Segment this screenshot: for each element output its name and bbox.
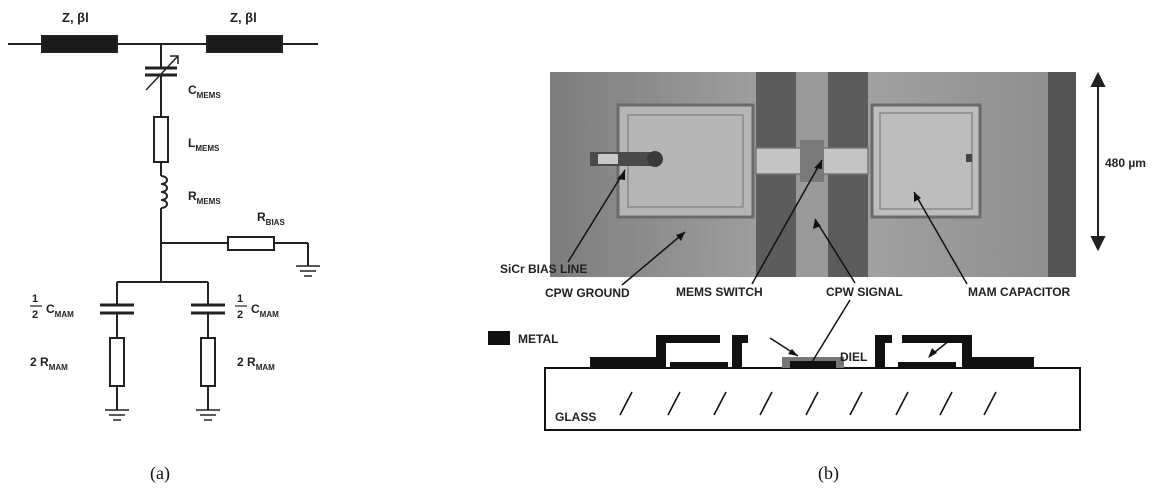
- cmems-label: CMEMS: [188, 83, 221, 100]
- bias-line-tip: [598, 154, 618, 164]
- rbias-label: RBIAS: [257, 210, 285, 227]
- callout-cpw-ground: [621, 231, 686, 286]
- arrowhead: [928, 348, 937, 358]
- circuit-diagram: [8, 35, 320, 421]
- signal-contact: [800, 140, 824, 182]
- caption-a: (a): [150, 463, 170, 484]
- glass-substrate: [544, 367, 1081, 431]
- hatch-line: [939, 391, 953, 416]
- hatch-line: [849, 391, 863, 416]
- callout-signal-section: [811, 299, 851, 363]
- rmems-coil: [160, 175, 168, 209]
- arrowhead: [814, 160, 822, 169]
- label-mam-capacitor: MAM CAPACITOR: [968, 285, 1071, 299]
- rmam-right-resistor: [200, 337, 216, 387]
- variable-capacitor-arrow: [145, 55, 179, 91]
- rbias-resistor: [227, 236, 275, 251]
- line-section-right: [206, 35, 283, 53]
- rmam-right-label: 2 RMAM: [237, 355, 275, 372]
- hatch-line: [713, 391, 727, 416]
- line-left-label: Z, βl: [62, 10, 89, 25]
- line-section-left: [41, 35, 118, 53]
- fraction-numerator: 1: [237, 293, 243, 305]
- lmems-element: [153, 116, 169, 163]
- callout-cpw-signal: [814, 218, 856, 284]
- callout-mam-capacitor: [913, 191, 968, 285]
- callout-bias-line: [567, 169, 626, 263]
- metal-bridge-right-post: [875, 335, 892, 368]
- caption-b: (b): [818, 463, 839, 484]
- photo-edge-strip: [1048, 72, 1076, 277]
- hatch-line: [983, 391, 997, 416]
- fraction-numerator: 1: [32, 293, 38, 305]
- rmems-label: RMEMS: [188, 189, 221, 206]
- rmam-left-label: 2 RMAM: [30, 355, 68, 372]
- metal-bridge-left-post: [732, 335, 748, 368]
- bias-line-via: [647, 151, 663, 167]
- hatch-line: [667, 391, 681, 416]
- line-right-label: Z, βl: [230, 10, 257, 25]
- glass-label: GLASS: [555, 410, 596, 424]
- cmam-left-symbol: CMAM: [46, 302, 74, 319]
- rmam-left-resistor: [109, 337, 125, 387]
- cmam-right-label: 1 2 CMAM: [235, 293, 279, 321]
- scale-arrow-top: [1090, 71, 1106, 87]
- metal-bridge-anchor: [734, 335, 748, 343]
- label-bias-line: SiCr BIAS LINE: [500, 262, 587, 276]
- callout-arrowheads: [617, 160, 921, 241]
- glass-hatching: [619, 391, 997, 416]
- hatch-line: [619, 391, 633, 416]
- scale-arrow-bottom: [1090, 236, 1106, 252]
- scale-bar: [1090, 71, 1106, 252]
- hatch-line: [895, 391, 909, 416]
- scale-label: 480 µm: [1105, 156, 1146, 170]
- mam-bottom-plate: [898, 362, 956, 368]
- mam-capacitor-pad: [870, 103, 982, 219]
- callout-mems-switch: [751, 159, 823, 285]
- label-mems-switch: MEMS SWITCH: [676, 285, 763, 299]
- left-bottom-plate: [670, 362, 728, 368]
- arrowhead: [788, 349, 798, 356]
- fraction-denominator: 2: [237, 309, 243, 321]
- fraction-denominator: 2: [32, 309, 38, 321]
- lmems-label: LMEMS: [188, 136, 220, 153]
- label-cpw-ground: CPW GROUND: [545, 286, 630, 300]
- arrowhead: [813, 219, 821, 229]
- diel-label: DIEL: [840, 350, 867, 364]
- legend-metal-swatch: [488, 331, 510, 345]
- cross-section: METAL GLASS DIEL: [488, 299, 1081, 431]
- hatch-line: [759, 391, 773, 416]
- pad-feature: [966, 154, 972, 162]
- metal-left-ground: [590, 335, 720, 368]
- signal-metal: [790, 361, 836, 368]
- label-cpw-signal: CPW SIGNAL: [826, 285, 903, 299]
- variable-arrow-head: [170, 55, 179, 64]
- hatch-line: [805, 391, 819, 416]
- arrowhead: [617, 170, 625, 180]
- legend-metal-label: METAL: [518, 332, 558, 346]
- arrowhead: [914, 192, 921, 202]
- metal-right-ground: [902, 335, 1034, 368]
- arrowhead: [676, 232, 685, 241]
- callout-lines: [567, 159, 968, 286]
- cmam-right-symbol: CMAM: [251, 302, 279, 319]
- cmam-left-label: 1 2 CMAM: [30, 293, 74, 321]
